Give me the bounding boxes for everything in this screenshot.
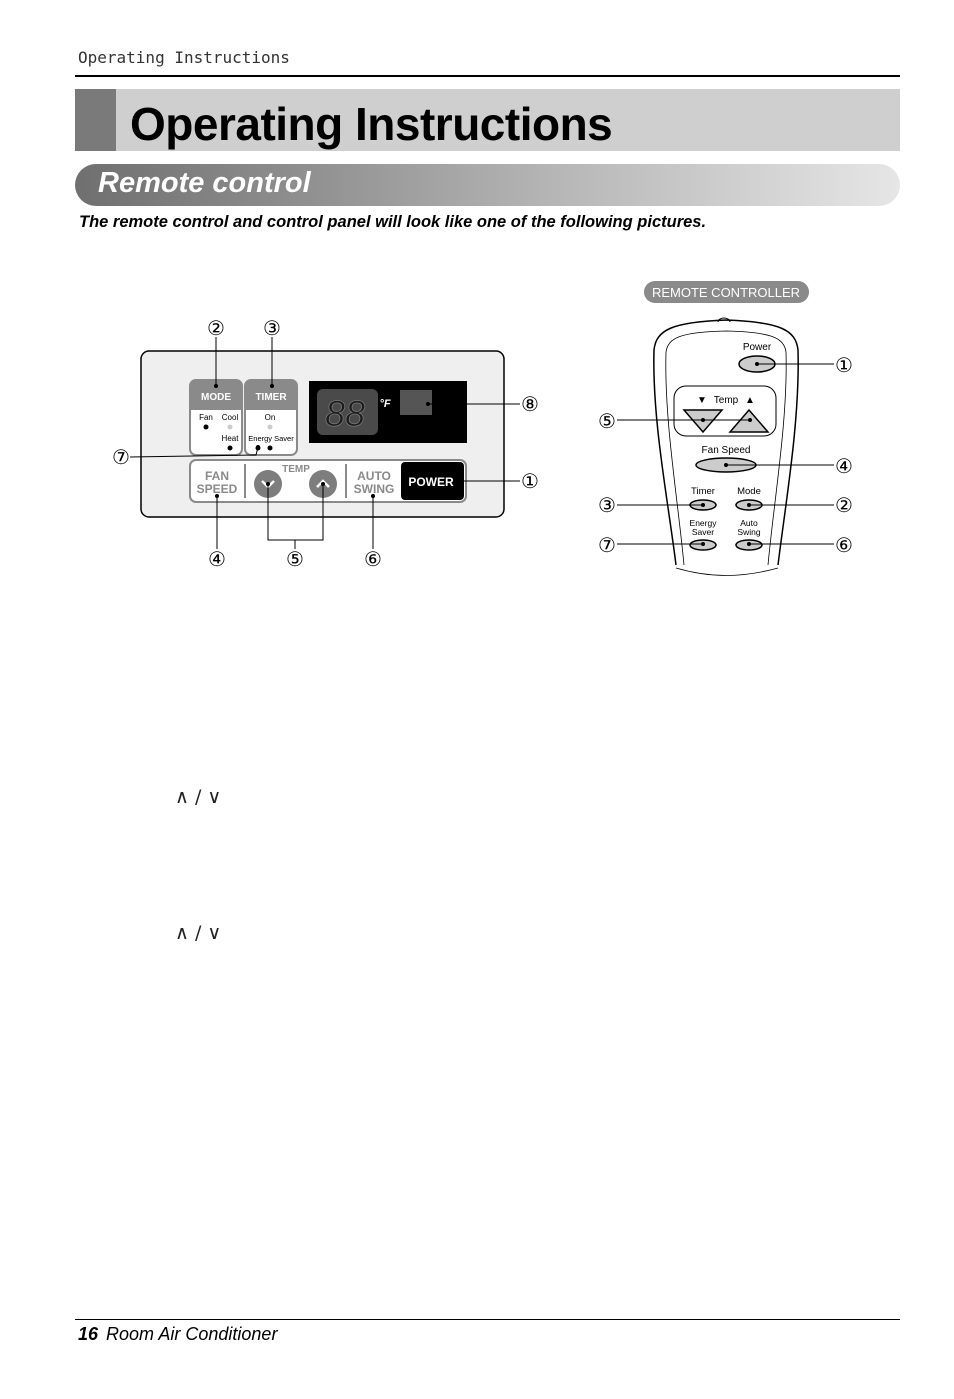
callout-3: ③ — [263, 318, 281, 340]
display-digits: 88 — [325, 393, 365, 434]
energy-saver-label: Energy Saver — [248, 434, 294, 443]
display-unit: °F — [379, 398, 390, 410]
temp-up-arrow: ▲ — [745, 395, 755, 406]
mode-cool-led — [227, 424, 233, 430]
page-number: 16 — [78, 1324, 99, 1344]
energy-saver-led-2 — [267, 445, 273, 451]
mode-fan-label: Fan — [199, 413, 213, 422]
divider — [244, 464, 246, 498]
temp-down-arrow: ▼ — [697, 395, 707, 406]
remote-body — [653, 319, 799, 566]
power-text: Power — [743, 342, 772, 353]
title-bar — [75, 89, 900, 151]
divider-2 — [345, 464, 347, 498]
section-title: Remote control — [98, 167, 311, 199]
timer-on-led — [267, 424, 273, 430]
temp-symbols-2: ∧ / ∨ — [175, 922, 222, 944]
callout-7: ⑦ — [112, 447, 130, 469]
r-callout-3: ③ — [598, 495, 616, 517]
r-callout-7: ⑦ — [598, 535, 616, 557]
callout-8: ⑧ — [521, 394, 539, 416]
mode-label: MODE — [201, 392, 231, 403]
header-rule — [75, 75, 900, 77]
temp-text: Temp — [714, 395, 739, 406]
temp-label: TEMP — [282, 464, 310, 475]
title-tab — [75, 89, 116, 151]
footer-rule — [75, 1319, 900, 1320]
r-callout-4: ④ — [835, 456, 853, 478]
callout-4: ④ — [208, 549, 226, 571]
page-title: Operating Instructions — [130, 98, 613, 150]
power-button[interactable] — [401, 462, 464, 500]
callout-5: ⑤ — [286, 549, 304, 571]
mode-header — [190, 380, 242, 410]
display-indicator — [400, 390, 432, 415]
remote-ir-bump — [717, 317, 731, 323]
remote-controller-diagram: REMOTE CONTROLLER Power ▼ Temp ▲ Fan Spe… — [598, 281, 853, 576]
saver-text: Saver — [692, 527, 714, 537]
footer-text: Room Air Conditioner — [106, 1324, 278, 1344]
mode-heat-led — [227, 445, 233, 451]
fan-speed-label: FAN — [205, 469, 229, 483]
swing-text: Swing — [737, 527, 760, 537]
callout-1: ① — [521, 471, 539, 493]
energy-text: Energy — [690, 518, 718, 528]
control-panel-diagram: MODE Fan Cool Heat TIMER On Energy Saver… — [112, 318, 539, 571]
r-callout-2: ② — [835, 495, 853, 517]
callout-6: ⑥ — [364, 549, 382, 571]
timer-on-label: On — [265, 413, 276, 422]
fan-speed-label-2: SPEED — [197, 482, 238, 496]
mode-heat-label: Heat — [222, 434, 240, 443]
display-digit-area — [317, 389, 378, 435]
timer-header — [245, 380, 297, 410]
r-callout-1: ① — [835, 355, 853, 377]
remote-badge — [644, 281, 809, 303]
mode-fan-led — [203, 424, 209, 430]
timer-text: Timer — [691, 486, 715, 497]
mode-cool-label: Cool — [222, 413, 239, 422]
footer: 16 Room Air Conditioner — [78, 1324, 277, 1345]
auto-swing-label: AUTO — [357, 469, 391, 483]
chevron-up-icon — [316, 479, 330, 488]
remote-badge-label: REMOTE CONTROLLER — [652, 285, 800, 300]
auto-text: Auto — [740, 518, 758, 528]
temp-symbols-1: ∧ / ∨ — [175, 786, 222, 808]
fan-speed-text: Fan Speed — [702, 445, 751, 456]
remote-inner — [665, 330, 787, 566]
intro-text: The remote control and control panel wil… — [79, 213, 707, 231]
callout-2: ② — [207, 318, 225, 340]
mode-text: Mode — [737, 486, 761, 497]
leader-energy — [129, 446, 259, 458]
r-callout-5: ⑤ — [598, 411, 616, 433]
running-head: Operating Instructions — [78, 48, 290, 67]
remote-bottom — [675, 567, 779, 576]
section-banner — [75, 164, 900, 206]
r-callout-6: ⑥ — [835, 535, 853, 557]
timer-label: TIMER — [255, 392, 287, 403]
auto-swing-label-2: SWING — [354, 482, 395, 496]
power-label: POWER — [408, 475, 454, 489]
